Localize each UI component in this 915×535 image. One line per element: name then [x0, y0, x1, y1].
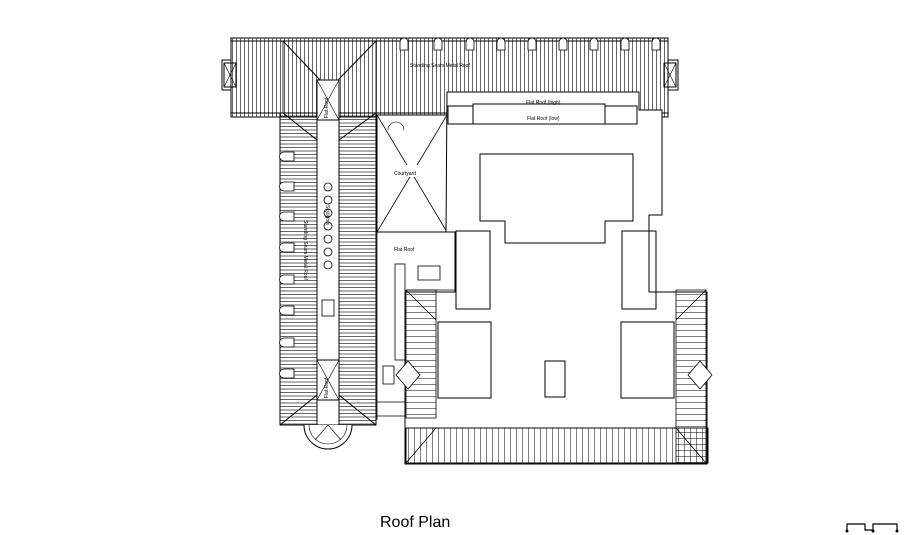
skylights-label: Skylights — [324, 205, 330, 226]
courtyard-label: Courtyard — [394, 171, 416, 177]
tiled-roof-right — [406, 289, 713, 464]
flat-roof-high-label: Flat Roof (high) — [526, 100, 561, 106]
top-dormers — [399, 37, 661, 51]
flat-roof-top-label: Flat Roof — [324, 97, 330, 118]
standing-seam-label: Standing Seam Metal Roof — [410, 63, 470, 69]
standing-seam-vertical-label: Standing Seam Metal Roof — [302, 220, 308, 280]
left-wing: Flat Roof Flat Roof Skylights Standing S… — [279, 79, 377, 450]
flat-roof-low-label: Flat Roof (low) — [527, 116, 560, 122]
left-dormers — [279, 151, 295, 379]
flat-roof-area — [376, 232, 441, 420]
drawing-title: Roof Plan — [380, 514, 451, 531]
flat-roof-label: Flat Roof — [394, 247, 415, 253]
skylights — [321, 182, 335, 317]
flat-roof-bottom-label: Flat Roof — [324, 377, 330, 398]
tiled-roof-bottom — [405, 427, 709, 464]
main-block: Flat Roof (high) Flat Roof (low) — [404, 91, 708, 465]
scale-bar — [845, 523, 899, 533]
courtyard: Courtyard — [376, 114, 448, 233]
